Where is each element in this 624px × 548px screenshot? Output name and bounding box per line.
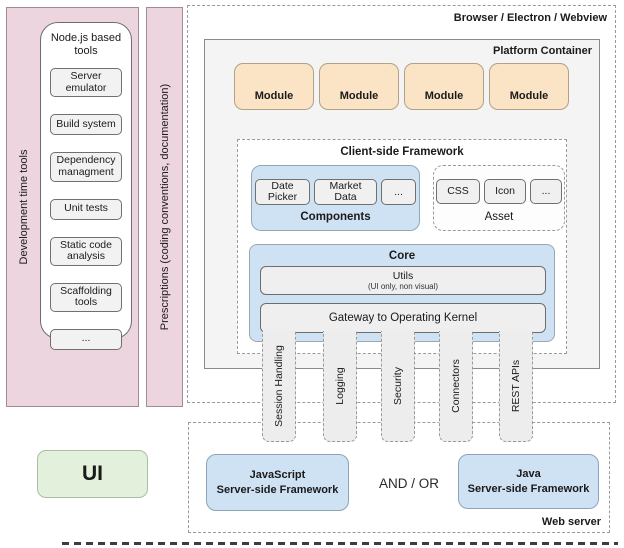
asset-item: CSS: [436, 179, 480, 204]
asset-row: CSS Icon ...: [434, 179, 564, 204]
dev-tool-item: Server emulator: [50, 68, 122, 98]
components-row: Date Picker Market Data ...: [252, 179, 419, 206]
asset-item: Icon: [484, 179, 526, 204]
module-box: Module: [489, 63, 569, 110]
dev-tools-list: Server emulator Build system Dependency …: [50, 68, 122, 350]
pillar-connectors: Connectors: [439, 331, 473, 442]
asset-label: Asset: [484, 211, 514, 223]
dev-tool-item-more: ...: [50, 328, 122, 350]
component-item: Date Picker: [255, 179, 310, 206]
js-server-framework-line1: JavaScript: [249, 469, 306, 482]
web-server-label: Web server: [541, 516, 601, 528]
browser-region: Browser / Electron / Webview Platform Co…: [187, 5, 616, 403]
client-side-framework-label: Client-side Framework: [340, 146, 464, 158]
platform-container: Platform Container Module Module Module …: [204, 39, 600, 369]
dev-tool-item: Unit tests: [50, 198, 122, 220]
pillar-security: Security: [381, 331, 415, 442]
utils-sublabel: (UI only, non visual): [367, 282, 439, 291]
core-label: Core: [388, 250, 416, 262]
js-server-framework: JavaScript Server-side Framework: [206, 454, 349, 511]
java-server-framework-line1: Java: [516, 468, 541, 481]
prescriptions-label-strip: Prescriptions (coding conventions, docum…: [147, 8, 182, 406]
dev-tool-item: Static code analysis: [50, 236, 122, 266]
core-group: Core Utils (UI only, non visual) Gateway…: [249, 244, 555, 342]
pillar-session-handling: Session Handling: [262, 331, 296, 442]
utils-bar: Utils (UI only, non visual): [260, 266, 546, 295]
browser-region-label: Browser / Electron / Webview: [453, 12, 607, 24]
pillar-logging: Logging: [323, 331, 357, 442]
dev-tool-item: Dependency managment: [50, 152, 122, 182]
utils-label: Utils: [392, 270, 414, 282]
prescriptions-column: Prescriptions (coding conventions, docum…: [146, 7, 183, 407]
js-server-framework-line2: Server-side Framework: [216, 483, 339, 496]
java-server-framework-line2: Server-side Framework: [467, 482, 590, 495]
components-label: Components: [300, 211, 371, 223]
component-item-more: ...: [381, 179, 416, 206]
ui-box: UI: [37, 450, 148, 498]
dev-tool-item: Build system: [50, 114, 122, 136]
pillar-connectors-label: Connectors: [450, 359, 462, 413]
asset-group: CSS Icon ... Asset: [433, 165, 565, 231]
component-item: Market Data: [314, 179, 377, 206]
module-box: Module: [234, 63, 314, 110]
pillar-rest-apis: REST APIs: [499, 331, 533, 442]
pillar-logging-label: Logging: [334, 367, 346, 405]
and-or-label: AND / OR: [378, 476, 439, 491]
pillar-session-handling-label: Session Handling: [273, 345, 285, 427]
nodejs-tools-group: Node.js based tools Server emulator Buil…: [40, 22, 132, 350]
pillar-security-label: Security: [392, 367, 404, 405]
dev-tool-item: Scaffolding tools: [50, 282, 122, 312]
java-server-framework: Java Server-side Framework: [458, 454, 599, 509]
module-box: Module: [404, 63, 484, 110]
asset-item-more: ...: [530, 179, 562, 204]
pillar-rest-apis-label: REST APIs: [510, 359, 522, 413]
dev-tools-column: Development time tools Node.js based too…: [6, 7, 139, 407]
dev-tools-label: Development time tools: [17, 149, 30, 265]
nodejs-tools-title: Node.js based tools: [50, 32, 122, 58]
prescriptions-label: Prescriptions (coding conventions, docum…: [158, 83, 171, 331]
bottom-dashed-separator: [62, 542, 618, 545]
platform-container-label: Platform Container: [492, 45, 592, 57]
components-group: Date Picker Market Data ... Components: [251, 165, 420, 231]
dev-tools-label-strip: Development time tools: [7, 8, 40, 406]
module-box: Module: [319, 63, 399, 110]
gateway-bar: Gateway to Operating Kernel: [260, 303, 546, 333]
